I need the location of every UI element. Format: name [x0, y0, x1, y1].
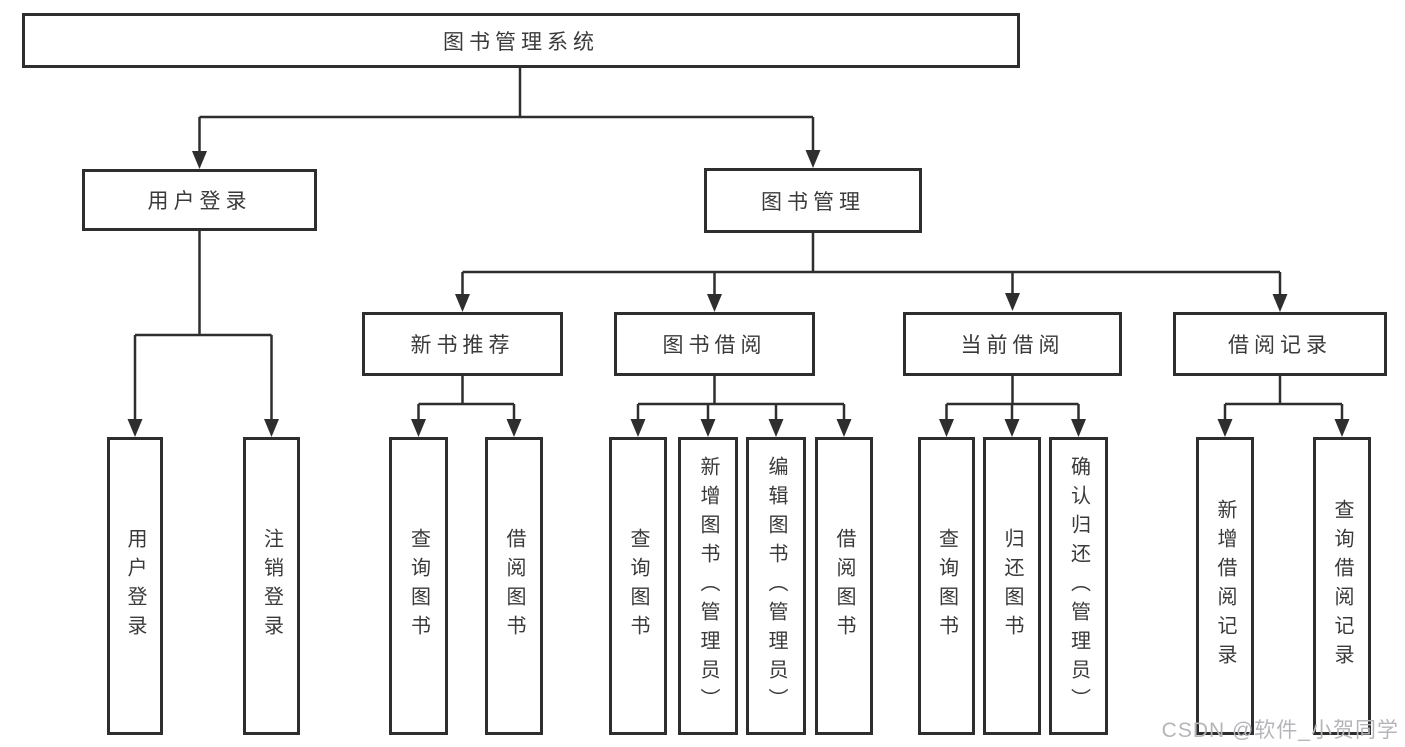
leaf-return-books: 归还图书: [983, 437, 1041, 735]
leaf-query-books-current: 查询图书: [918, 437, 975, 735]
leaf-query-borrow-record: 查询借阅记录: [1313, 437, 1371, 735]
leaf-add-borrow-record: 新增借阅记录: [1196, 437, 1254, 735]
leaf-edit-books-admin: 编辑图书（管理员）: [746, 437, 806, 735]
node-user-login: 用户登录: [82, 169, 317, 231]
node-library-system: 图书管理系统: [22, 13, 1020, 68]
leaf-borrow-books: 借阅图书: [815, 437, 873, 735]
node-book-borrowing: 图书借阅: [614, 312, 815, 376]
csdn-watermark: CSDN @软件_小贺同学: [1161, 719, 1399, 742]
leaf-add-books-admin: 新增图书（管理员）: [678, 437, 738, 735]
node-new-book-recommendation: 新书推荐: [362, 312, 563, 376]
node-book-management: 图书管理: [704, 168, 922, 233]
leaf-query-books-borrow: 查询图书: [609, 437, 667, 735]
node-current-borrowing: 当前借阅: [903, 312, 1122, 376]
leaf-borrow-books-recommend: 借阅图书: [485, 437, 543, 735]
leaf-user-login: 用户登录: [107, 437, 163, 735]
leaf-query-books-recommend: 查询图书: [389, 437, 448, 735]
leaf-confirm-return-admin: 确认归还（管理员）: [1049, 437, 1108, 735]
leaf-logout: 注销登录: [243, 437, 300, 735]
node-borrowing-records: 借阅记录: [1173, 312, 1387, 376]
